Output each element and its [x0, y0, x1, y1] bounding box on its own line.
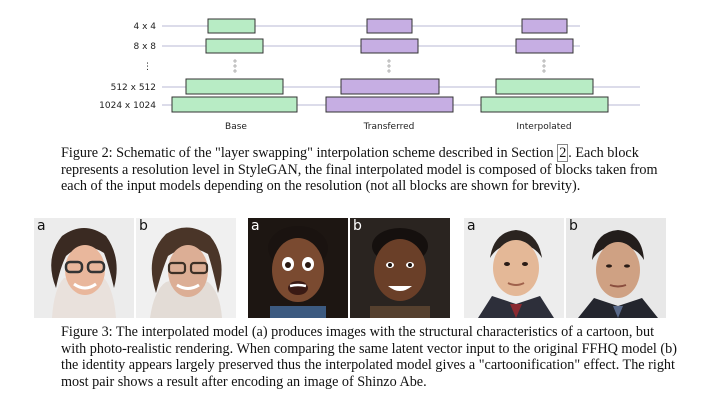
- column-label-base: Base: [225, 122, 247, 132]
- row-label-4x4: 4 x 4: [134, 22, 157, 32]
- cartoon-abe-image: a: [464, 218, 564, 318]
- transferred-block-8x8: [360, 38, 419, 54]
- base-dots: [233, 59, 237, 73]
- interpolated-block-8x8: [515, 38, 574, 54]
- column-label-transferred: Transferred: [363, 122, 415, 132]
- figure3-caption: Figure 3: The interpolated model (a) pro…: [61, 324, 677, 390]
- base-column: [171, 18, 298, 113]
- figure2-caption-text-rest: . Each block represents a resolution lev…: [61, 145, 658, 194]
- label-b: b: [139, 218, 148, 234]
- label-a: a: [37, 218, 46, 234]
- row-label-ellipsis: ⋮: [143, 62, 152, 72]
- photo-woman-image: b: [136, 218, 236, 318]
- transferred-block-4x4: [366, 18, 413, 34]
- transferred-block-1024: [325, 96, 454, 113]
- row-label-1024: 1024 x 1024: [99, 101, 156, 111]
- row-label-8x8: 8 x 8: [134, 42, 157, 52]
- label-a: a: [251, 218, 260, 234]
- interpolated-column: [480, 18, 609, 113]
- cartoon-woman-image: a: [34, 218, 134, 318]
- interpolated-block-512: [495, 78, 594, 95]
- column-label-interpolated: Interpolated: [516, 122, 571, 132]
- photo-boy-image: b: [350, 218, 450, 318]
- section-reference-link[interactable]: 2: [557, 144, 569, 162]
- transferred-dots: [387, 59, 391, 73]
- label-b: b: [569, 218, 578, 234]
- row-label-512: 512 x 512: [111, 83, 156, 93]
- base-block-8x8: [205, 38, 264, 54]
- label-a: a: [467, 218, 476, 234]
- interpolated-block-1024: [480, 96, 609, 113]
- base-block-4x4: [207, 18, 256, 34]
- transferred-column: [325, 18, 454, 113]
- label-b: b: [353, 218, 362, 234]
- transferred-block-512: [340, 78, 440, 95]
- interpolated-dots: [542, 59, 546, 73]
- layer-swapping-diagram: 4 x 4 8 x 8 ⋮ 512 x 512 1024 x 1024 Base…: [99, 18, 640, 132]
- figure2-caption-text: Figure 2: Schematic of the "layer swappi…: [61, 145, 558, 161]
- figure2-caption: Figure 2: Schematic of the "layer swappi…: [61, 144, 661, 195]
- cartoon-boy-image: a: [248, 218, 348, 318]
- base-block-512: [185, 78, 284, 95]
- interpolated-block-4x4: [521, 18, 568, 34]
- base-block-1024: [171, 96, 298, 113]
- photo-abe-image: b: [566, 218, 666, 318]
